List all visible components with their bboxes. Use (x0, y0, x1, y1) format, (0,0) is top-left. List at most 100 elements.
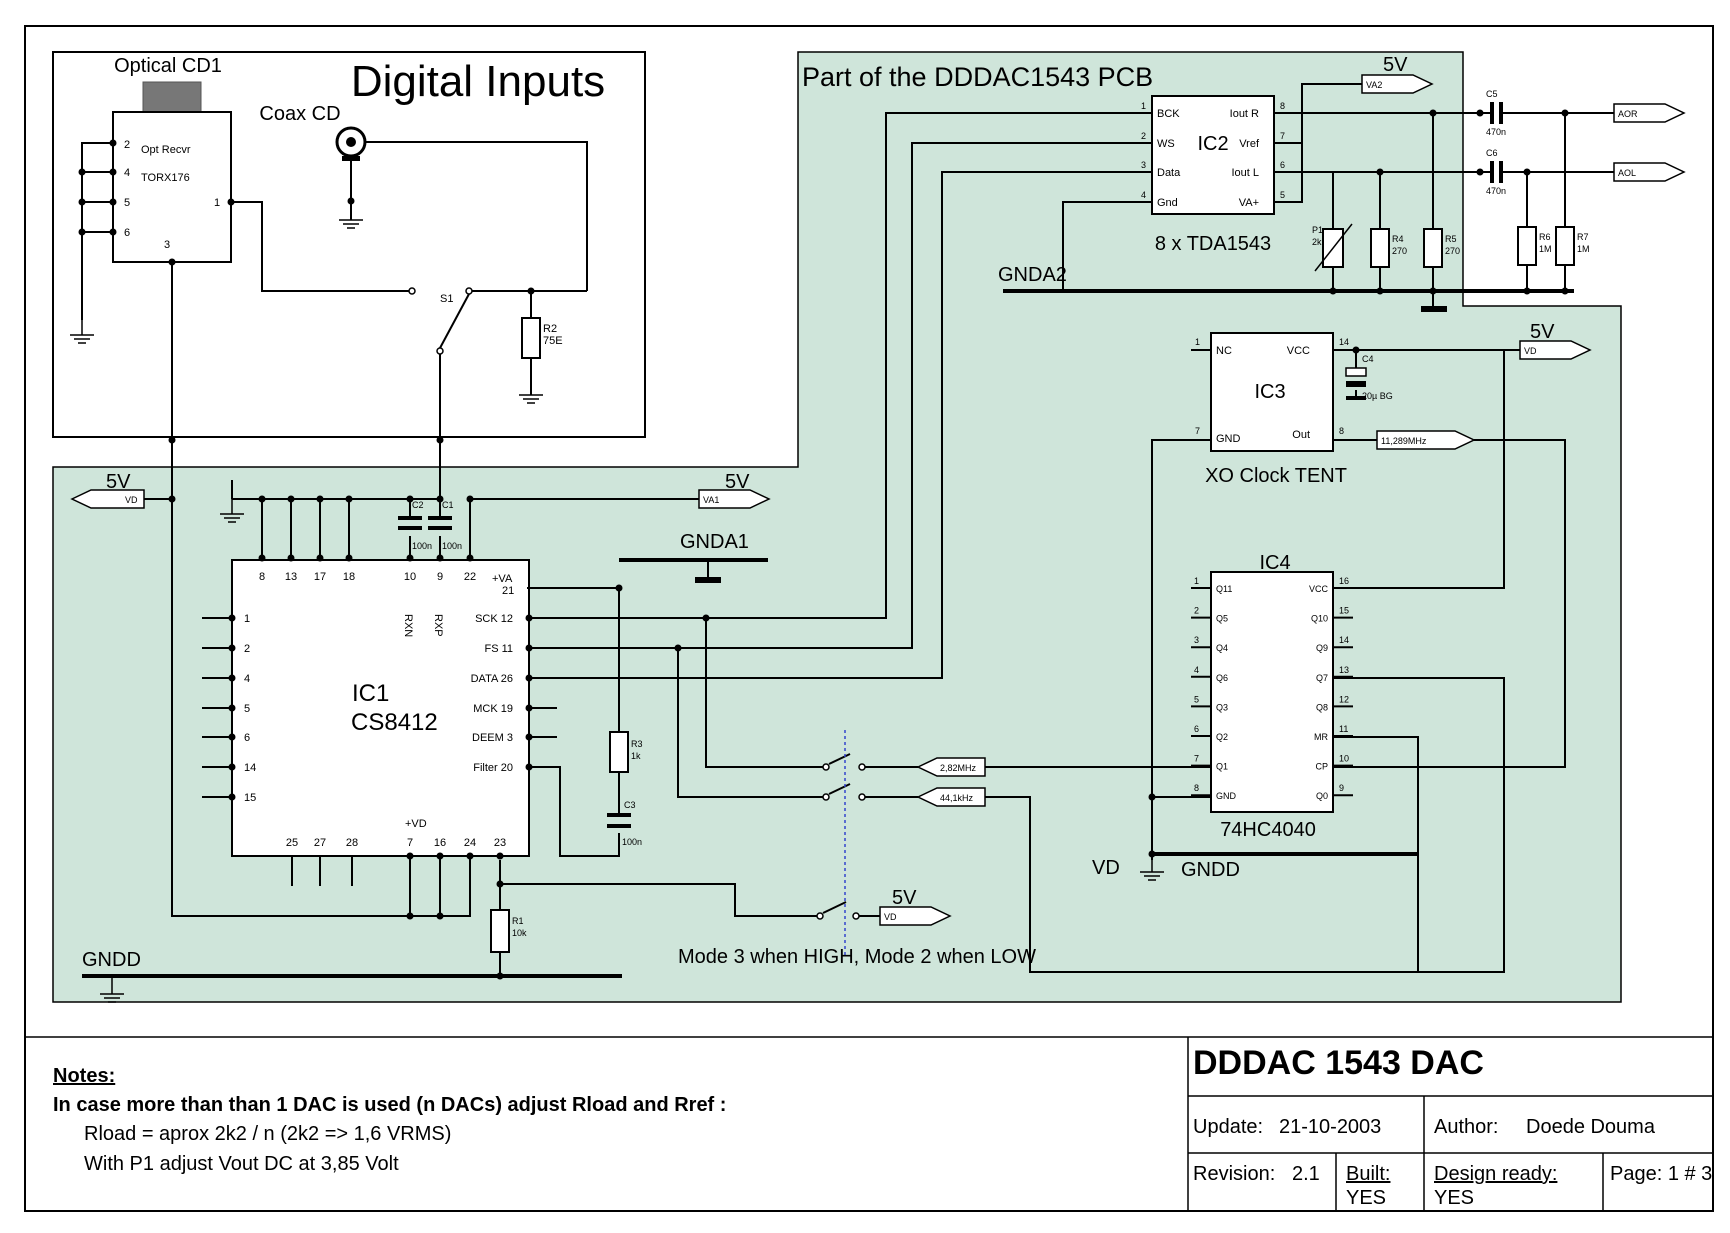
ic1-right-pin-label: SCK 12 (475, 613, 513, 625)
ic1-gnd-pins (261, 499, 350, 558)
data-wire (527, 171, 1152, 679)
ic1-rxp-label: RXP (432, 614, 444, 637)
coax-connector-icon (335, 126, 367, 161)
ic4-pin-num: 11 (1339, 724, 1348, 734)
ic4-74hc4040 (1210, 571, 1334, 813)
clock-to-ic4-wire (1333, 439, 1566, 768)
r3-name: R3 (631, 739, 643, 749)
ic2-pin-num: 3 (1141, 160, 1146, 170)
va2-voltage: 5V (1383, 54, 1408, 76)
resistor-r1 (490, 909, 510, 953)
ic1-bottom-pin-num: 28 (346, 837, 358, 849)
revision-value: 2.1 (1292, 1163, 1320, 1185)
ic4-pins: Q111Q52Q43Q64Q35Q26Q17GND8VCC16Q1015Q914… (1191, 576, 1353, 801)
ic1-top-pin-num: 9 (437, 571, 443, 583)
aol-output-tag: AOL (1613, 162, 1686, 182)
ic1-right-pin-label: Filter 20 (473, 762, 513, 774)
ic1-vd-label: +VD (405, 818, 427, 830)
ic1-left-pin-num: 6 (244, 732, 250, 744)
sheet-border (24, 25, 1714, 1212)
c4-value: 20µ BG (1362, 391, 1393, 401)
ic4-pin-num: 3 (1194, 635, 1199, 645)
ic1-right-pin-label: DATA 26 (471, 673, 513, 685)
capacitor-c6 (1490, 161, 1503, 183)
va1-voltage: 5V (725, 471, 750, 493)
pin23-mode-wire (499, 860, 818, 917)
notes-heading: Notes: (53, 1065, 115, 1087)
ic4-pin-label: GND (1216, 791, 1237, 801)
ic4-pin-label: Q1 (1216, 762, 1228, 772)
receiver-pin: 4 (124, 167, 130, 179)
capacitor-c2 (398, 516, 422, 530)
ws-wire (527, 142, 1152, 649)
notes-line-3: With P1 adjust Vout DC at 3,85 Volt (84, 1153, 399, 1175)
ic3-pin-label: NC (1216, 345, 1232, 357)
ic1-rxn-label: RXN (402, 614, 414, 637)
vcc-to-ic4-wire (1333, 350, 1505, 589)
ic4-pin-label: VCC (1309, 584, 1329, 594)
ground-icon (339, 219, 363, 229)
ground-icon (70, 320, 94, 344)
gndd-left-label: GNDD (82, 949, 141, 971)
optical-connector (142, 81, 202, 113)
ic4-q7-wire (1333, 677, 1505, 973)
capacitor-c5 (1490, 102, 1503, 124)
c2-value: 100n (412, 541, 432, 551)
r6-name: R6 (1539, 232, 1551, 242)
title-block-frame (25, 1036, 1713, 1211)
ic4-pin-num: 2 (1194, 606, 1199, 616)
ic4-pin-label: Q7 (1316, 673, 1328, 683)
ic1-left-pin-num: 5 (244, 703, 250, 715)
revision-label: Revision: (1193, 1163, 1275, 1185)
r2-name: R2 (543, 323, 557, 335)
ic1-pin-dot (228, 614, 236, 622)
ic3-pin-label: VCC (1287, 345, 1310, 357)
ic2-pin-num: 7 (1280, 131, 1285, 141)
resistor-r7 (1555, 226, 1575, 266)
c5-value: 470n (1486, 127, 1506, 137)
ic1-pin-dot (228, 674, 236, 682)
ic3-pin-num: 1 (1195, 337, 1200, 347)
ic3-gnd-wire (1151, 439, 1211, 860)
ground-icon (100, 976, 124, 1003)
r7-name: R7 (1577, 232, 1589, 242)
receiver-pin: 1 (214, 197, 220, 209)
author-value: Doede Douma (1526, 1116, 1656, 1138)
mode-switch-b (828, 783, 851, 795)
receiver-pin: 5 (124, 197, 130, 209)
ic3-pin-num: 7 (1195, 426, 1200, 436)
ic2-pin-num: 1 (1141, 101, 1146, 111)
ic1-name: IC1 (352, 680, 389, 707)
ic1-bottom-pin-num: 24 (464, 837, 476, 849)
c3-name: C3 (624, 800, 636, 810)
vd-tag-left-text: VD (125, 495, 138, 505)
coax-cd-label: Coax CD (259, 103, 340, 125)
ic1-bottom-pin-num: 16 (434, 837, 446, 849)
switch-s1-label: S1 (440, 293, 453, 305)
ic1-va-label: +VA (492, 573, 513, 585)
c2-name: C2 (412, 500, 424, 510)
c6-name: C6 (1486, 148, 1498, 158)
mode-switch-a (828, 753, 851, 765)
ic1-pin-dot (228, 733, 236, 741)
receiver-pin: 2 (124, 139, 130, 151)
mode-description: Mode 3 when HIGH, Mode 2 when LOW (678, 946, 1036, 968)
coax-signal-wire (365, 141, 588, 291)
r4-name: R4 (1392, 234, 1404, 244)
c1-name: C1 (442, 500, 454, 510)
r5-name: R5 (1445, 234, 1457, 244)
mode-vd-tag: VD (879, 906, 952, 926)
ic4-pin-label: Q10 (1311, 614, 1328, 624)
ic2-pin-num: 6 (1280, 160, 1285, 170)
ic4-pin-label: Q11 (1216, 584, 1232, 594)
ic3-name: IC3 (1254, 381, 1285, 403)
ic4-pin-label: Q0 (1316, 791, 1328, 801)
ic4-pin-num: 13 (1339, 665, 1349, 675)
ic1-top-pin-num: 8 (259, 571, 265, 583)
ic1-right-pin-label: FS 11 (484, 643, 513, 655)
ic3-pin-num: 14 (1339, 337, 1349, 347)
ic4-caption: 74HC4040 (1220, 819, 1316, 841)
gnda2-ground-icon (1421, 306, 1447, 312)
aor-tag-text: AOR (1618, 109, 1638, 119)
